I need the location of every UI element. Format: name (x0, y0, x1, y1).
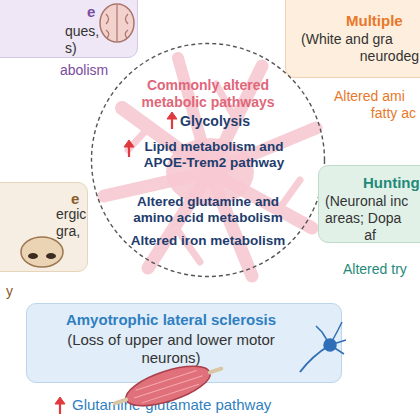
annotation-text: y (6, 283, 13, 300)
muscle-belly (122, 358, 215, 414)
dashed-circle (92, 44, 325, 277)
arrow-head (55, 397, 65, 404)
arrow-shaft (171, 118, 173, 129)
disease-box: Multiple(White and gra neurodeg (285, 0, 420, 78)
dendrites (316, 322, 346, 354)
node-heading: Multiple (346, 12, 403, 30)
astrocyte-illustration (104, 58, 316, 276)
midbrain-outline (21, 237, 63, 267)
increase-arrow (55, 397, 65, 414)
brain-outline (100, 4, 134, 42)
neuron-illustration (300, 322, 346, 372)
node-text: Altered iron metabolism (108, 233, 308, 249)
annotation-text: Altered try (343, 261, 407, 278)
pathway-circle: Commonly altered metabolic pathwaysGlyco… (90, 42, 326, 278)
substantia-nigra (46, 253, 56, 259)
node-text: Lipid metabolism and APOE-Trem2 pathway (124, 139, 304, 171)
astrocyte-branch (282, 180, 300, 205)
node-heading: Commonly altered metabolic pathways (133, 77, 283, 111)
arrow-head (167, 112, 177, 119)
disease-box: eergic gra, (0, 182, 88, 272)
node-text: Altered glutamine and amino acid metabol… (118, 194, 298, 226)
increase-arrow (167, 112, 177, 129)
annotation-text: Glutamine-glutamate pathway (72, 396, 271, 414)
node-text: (Loss of upper and lower motor neurons) (51, 331, 291, 367)
arrow-shaft (128, 146, 130, 157)
muscle-illustration (110, 354, 226, 417)
astrocyte-arm (104, 172, 210, 196)
midbrain-illustration (21, 237, 63, 267)
node-text: Glycolysis (180, 113, 250, 130)
muscle-tendon (115, 369, 222, 404)
node-text: ergic gra, (56, 206, 90, 240)
disease-box: e ques, s) (0, 0, 138, 58)
substantia-nigra (28, 253, 38, 259)
neuron-soma (324, 339, 336, 351)
annotation-text: Altered ami fatty ac (334, 88, 416, 122)
node-heading: e (87, 3, 95, 21)
brain-illustration (100, 4, 134, 42)
muscle-fibres (132, 369, 205, 405)
brain-folds (106, 5, 128, 41)
disease-box: Hunting(Neuronal inc areas; Dopa af (318, 165, 420, 243)
arrow-head (124, 140, 134, 147)
node-text: ques, s) (65, 23, 107, 57)
annotation-text: abolism (60, 62, 108, 79)
node-text: (White and gra neurodeg (301, 31, 419, 65)
arrow-shaft (59, 403, 61, 414)
node-text: (Neuronal inc areas; Dopa af (325, 193, 415, 243)
node-heading: e (71, 190, 79, 208)
increase-arrow (124, 140, 134, 157)
disease-box: Amyotrophic lateral sclerosis (Loss of up… (26, 303, 342, 383)
node-heading: Amyotrophic lateral sclerosis (31, 311, 311, 329)
node-heading: Hunting (363, 174, 420, 192)
axon (300, 345, 330, 372)
